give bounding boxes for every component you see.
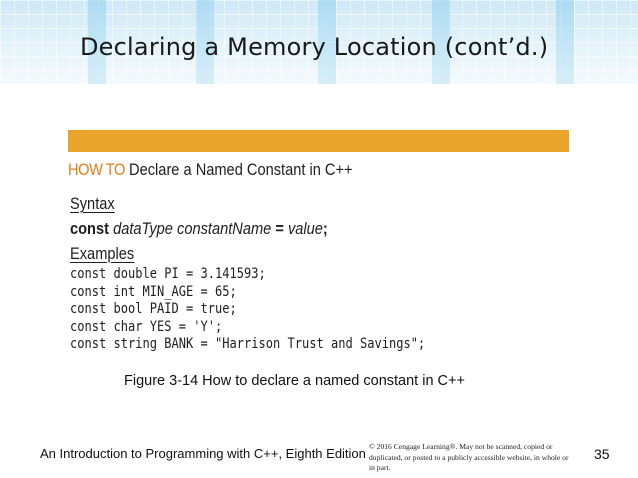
title-banner: Declaring a Memory Location (cont’d.) — [0, 0, 638, 84]
banner-stripe — [196, 0, 214, 84]
figure-caption: Figure 3-14 How to declare a named const… — [124, 373, 465, 389]
howto-heading: HOW TO Declare a Named Constant in C++ — [68, 160, 353, 180]
banner-stripe — [432, 0, 450, 84]
code-line: const int MIN_AGE = 65; — [70, 283, 237, 300]
syntax-keyword: const — [70, 219, 109, 238]
code-line: const string BANK = "Harrison Trust and … — [70, 336, 426, 352]
page-number: 35 — [594, 446, 610, 462]
syntax-label: Syntax — [70, 194, 115, 213]
banner-stripe — [88, 0, 106, 84]
code-line: const char YES = 'Y'; — [70, 318, 223, 335]
howto-tag: HOW TO — [68, 160, 125, 179]
syntax-constant-name: constantName — [177, 219, 272, 238]
footer-book-title: An Introduction to Programming with C++,… — [40, 446, 366, 461]
code-line: const bool PAID = true; — [70, 301, 237, 317]
syntax-data-type: dataType — [113, 219, 173, 238]
code-line: const double PI = 3.141593; — [70, 266, 266, 282]
syntax-value: value — [287, 219, 323, 238]
syntax-line: const dataType constantName = value; — [70, 219, 328, 239]
examples-label: Examples — [70, 244, 135, 263]
howto-text: Declare a Named Constant in C++ — [129, 160, 353, 179]
banner-stripe — [556, 0, 574, 84]
figure-header-bar — [68, 130, 569, 152]
code-examples: const double PI = 3.141593; const int MI… — [70, 266, 483, 354]
footer-copyright: © 2016 Cengage Learning®. May not be sca… — [369, 442, 569, 472]
slide-title: Declaring a Memory Location (cont’d.) — [80, 33, 549, 61]
syntax-semicolon: ; — [322, 219, 328, 238]
banner-stripe — [318, 0, 336, 84]
syntax-equals: = — [275, 219, 284, 238]
